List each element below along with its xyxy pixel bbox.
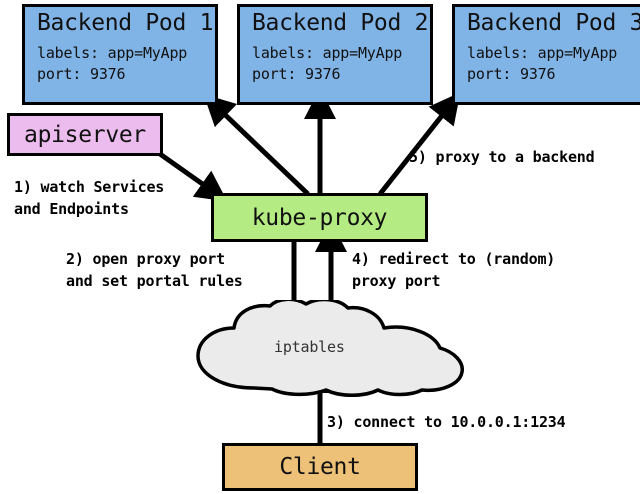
arrow-kubeproxy-to-pod3 xyxy=(378,92,461,196)
pod-labels: labels: app=MyApp xyxy=(467,44,618,62)
pod-port: port: 9376 xyxy=(37,65,126,83)
pod-port: port: 9376 xyxy=(252,65,341,83)
step-2-label-line1: 2) open proxy port xyxy=(66,250,225,268)
step-1-label-line1: 1) watch Services xyxy=(14,178,165,196)
step-1-label-line2: and Endpoints xyxy=(14,200,129,218)
pod-labels: labels: app=MyApp xyxy=(252,44,403,62)
step-4-label-line2: proxy port xyxy=(352,272,441,290)
step-4-label-line1: 4) redirect to (random) xyxy=(352,250,556,268)
pod-title: Backend Pod 3 xyxy=(467,10,640,36)
backend-pod-3[interactable]: Backend Pod 3 labels: app=MyApp port: 93… xyxy=(452,4,640,105)
kubeproxy-label: kube-proxy xyxy=(251,204,388,231)
step-2-label-line2: and set portal rules xyxy=(66,272,243,290)
client-node[interactable]: Client xyxy=(222,443,418,491)
apiserver-node[interactable]: apiserver xyxy=(7,113,163,156)
pod-port: port: 9376 xyxy=(467,65,556,83)
kubeproxy-node[interactable]: kube-proxy xyxy=(211,193,428,242)
iptables-label: iptables xyxy=(274,338,345,356)
iptables-cloud: iptables xyxy=(182,297,472,402)
pod-title: Backend Pod 2 xyxy=(252,10,429,36)
apiserver-label: apiserver xyxy=(24,121,146,148)
arrow-apiserver-to-kubeproxy xyxy=(158,151,228,202)
step-3-label: 3) connect to 10.0.0.1:1234 xyxy=(327,413,566,431)
pod-title: Backend Pod 1 xyxy=(37,10,214,36)
client-label: Client xyxy=(279,454,361,480)
arrow-kubeproxy-to-pod1 xyxy=(203,94,310,196)
backend-pod-1[interactable]: Backend Pod 1 labels: app=MyApp port: 93… xyxy=(22,4,218,105)
backend-pod-2[interactable]: Backend Pod 2 labels: app=MyApp port: 93… xyxy=(237,4,433,105)
pod-labels: labels: app=MyApp xyxy=(37,44,188,62)
step-5-label: 5) proxy to a backend xyxy=(409,148,595,166)
